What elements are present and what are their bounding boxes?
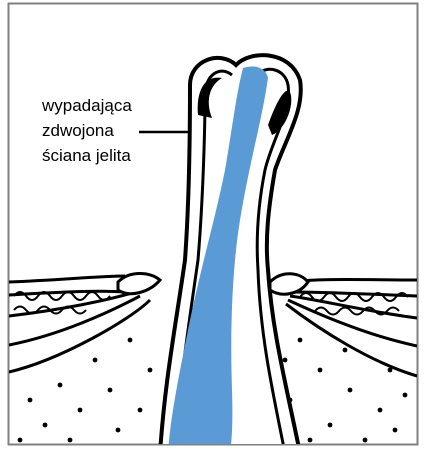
annotation-line-2: zdwojona xyxy=(42,121,114,140)
annotation-line-1: wypadająca xyxy=(41,96,132,115)
annotation-line-3: ściana jelita xyxy=(42,146,131,165)
